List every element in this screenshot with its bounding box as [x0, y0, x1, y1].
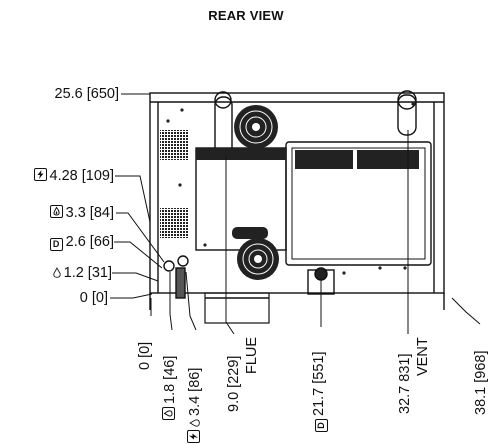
mounting-bolts [166, 102, 415, 275]
water-connection [177, 255, 189, 267]
upper-fan-icon [234, 105, 278, 149]
drain-fitting [314, 267, 328, 281]
dim-water: 1.2 [31] [52, 265, 112, 281]
bottom-leader-lines [150, 130, 481, 335]
drain-icon: D [49, 238, 63, 251]
dim-gas: 3.3 [84] [49, 205, 114, 221]
dim-water-electric-bottom: 3.4 [86] [187, 368, 203, 443]
water-drop-icon [52, 267, 61, 278]
unit-body-outline [149, 92, 445, 294]
flame-icon [162, 407, 175, 420]
vent-grilles [196, 148, 419, 169]
drain-icon: D [315, 419, 328, 432]
dim-vent: 32.7 831] [397, 353, 413, 414]
vent-stack [397, 94, 417, 136]
lower-fan-icon [237, 238, 279, 280]
dim-drain-bottom: D21.7 [551] [311, 352, 328, 432]
dim-width-total: 38.1 [968] [473, 350, 489, 416]
electrical-connection [175, 267, 186, 299]
side-grille-pattern [160, 130, 188, 238]
gas-connection [163, 260, 175, 272]
lightning-icon [33, 168, 47, 181]
water-drop-icon [189, 419, 200, 427]
vent-label: VENT [415, 337, 431, 376]
dim-zero-left: 0 [0] [79, 290, 108, 306]
flame-icon [49, 205, 63, 218]
dim-zero-bottom: 0 [0] [137, 341, 153, 370]
dim-gas-bottom: 1.8 [46] [162, 356, 178, 420]
flue-label: FLUE [244, 336, 260, 374]
dim-height-total: 25.6 [650] [54, 86, 120, 102]
motor-icon [232, 227, 268, 239]
drawing-title: REAR VIEW [208, 8, 284, 23]
dim-flue: 9.0 [229] [226, 355, 242, 412]
filter-box [204, 292, 270, 324]
rear-panel-outline [285, 141, 432, 266]
left-leader-lines [110, 93, 165, 299]
lightning-icon [187, 430, 200, 443]
dim-electrical: 4.28 [109] [33, 168, 114, 184]
